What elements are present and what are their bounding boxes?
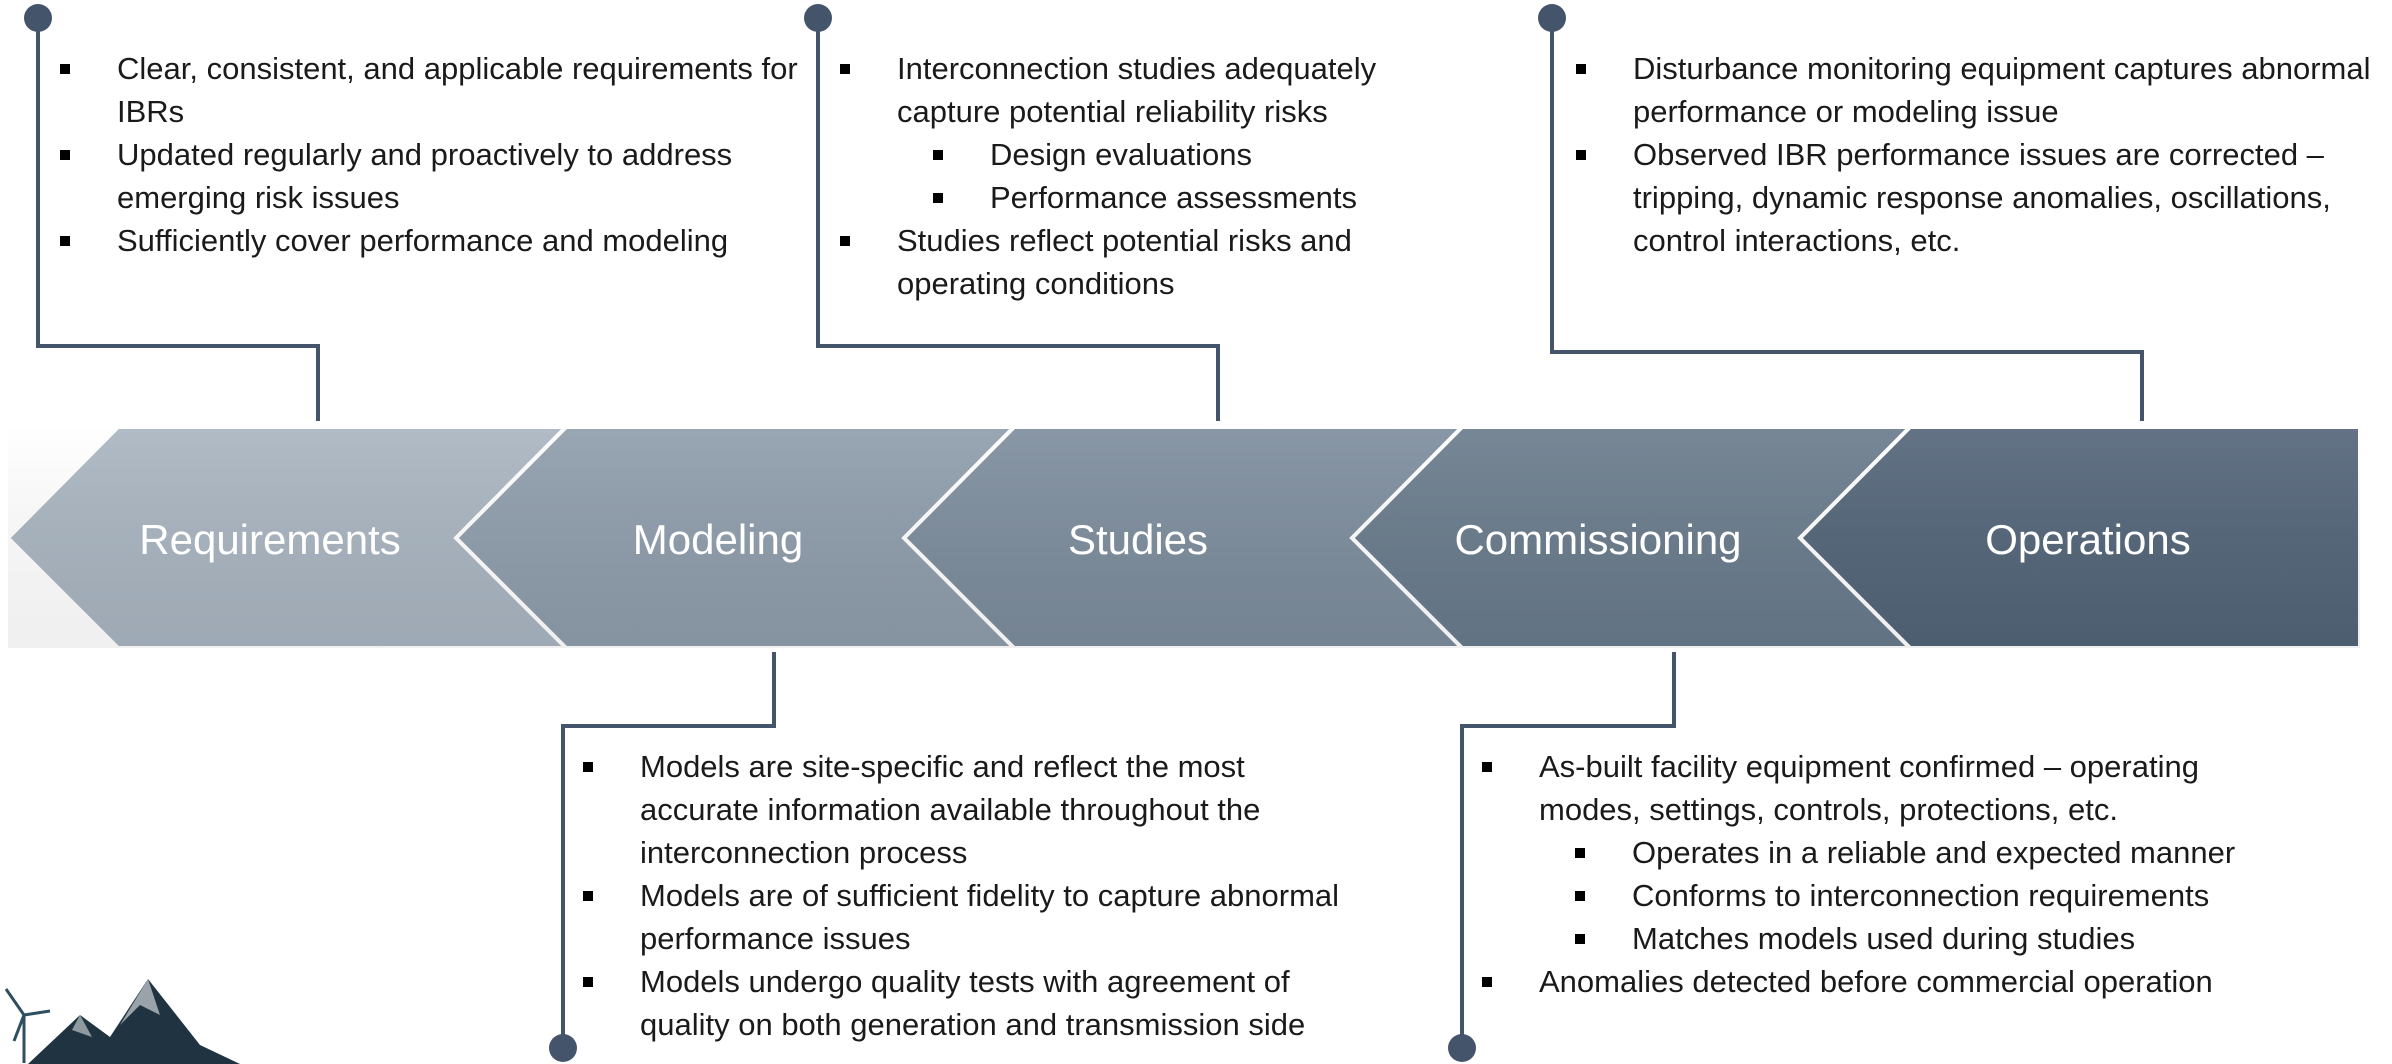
connector-commissioning — [1460, 652, 1676, 1046]
callout-subitem: Performance assessments — [840, 176, 1440, 219]
callout-operations: Disturbance monitoring equipment capture… — [1576, 47, 2376, 262]
connector-modeling — [561, 652, 776, 1046]
connector-dot — [549, 1034, 577, 1062]
stage-label-requirements: Requirements — [139, 516, 401, 563]
callout-item: Models are site-specific and reflect the… — [583, 745, 1363, 874]
callout-item: Sufficiently cover performance and model… — [60, 219, 800, 262]
connector-studies — [816, 18, 1220, 421]
callout-subitem: Operates in a reliable and expected mann… — [1482, 831, 2282, 874]
callout-subitem: Matches models used during studies — [1482, 917, 2282, 960]
stage-label-modeling: Modeling — [632, 516, 804, 563]
stage-label-studies: Studies — [1067, 516, 1209, 563]
stage-label-commissioning: Commissioning — [1454, 516, 1742, 563]
callout-item: Interconnection studies adequately captu… — [840, 47, 1440, 133]
callout-item: Models undergo quality tests with agreem… — [583, 960, 1363, 1046]
callout-subitem: Conforms to interconnection requirements — [1482, 874, 2282, 917]
connector-dot — [804, 4, 832, 32]
connector-dot — [24, 4, 52, 32]
connector-dot — [1538, 4, 1566, 32]
callout-modeling: Models are site-specific and reflect the… — [583, 745, 1363, 1046]
callout-item: Updated regularly and proactively to add… — [60, 133, 800, 219]
callout-subitem: Design evaluations — [840, 133, 1440, 176]
callout-item: Anomalies detected before commercial ope… — [1482, 960, 2282, 1003]
stage-label-operations: Operations — [1985, 516, 2191, 563]
callout-requirements: Clear, consistent, and applicable requir… — [60, 47, 800, 262]
mountain-wind-turbine-icon — [4, 979, 240, 1064]
callout-item: Studies reflect potential risks and oper… — [840, 219, 1440, 305]
callout-item: Clear, consistent, and applicable requir… — [60, 47, 800, 133]
connector-requirements — [36, 18, 320, 421]
connector-dot — [1448, 1034, 1476, 1062]
callout-item: As-built facility equipment confirmed – … — [1482, 745, 2282, 831]
callout-item: Disturbance monitoring equipment capture… — [1576, 47, 2376, 133]
callout-item: Models are of sufficient fidelity to cap… — [583, 874, 1363, 960]
connector-operations — [1550, 18, 2144, 421]
callout-commissioning: As-built facility equipment confirmed – … — [1482, 745, 2282, 1003]
callout-studies: Interconnection studies adequately captu… — [840, 47, 1440, 305]
callout-item: Observed IBR performance issues are corr… — [1576, 133, 2376, 262]
